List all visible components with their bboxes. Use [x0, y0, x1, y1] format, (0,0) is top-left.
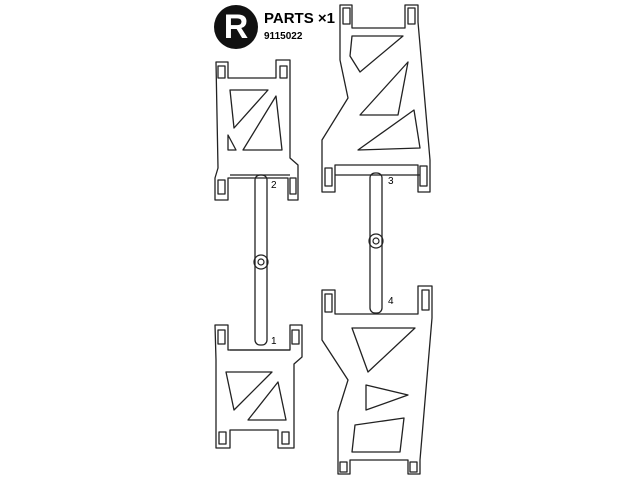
parts-code: 9115022 — [264, 31, 303, 42]
part-4-lower-right-arm — [321, 285, 433, 475]
left-runner — [230, 174, 290, 351]
part-label-4: 4 — [388, 296, 394, 307]
part-1-lower-left-arm — [214, 324, 303, 449]
part-label-3: 3 — [388, 176, 394, 187]
part-3-upper-right-arm — [321, 4, 431, 193]
right-runner — [335, 172, 420, 314]
part-2-upper-left-arm — [214, 59, 299, 201]
parts-letter-badge: R — [214, 5, 258, 49]
part-label-1: 1 — [271, 336, 277, 347]
parts-title: PARTS ×1 — [264, 10, 335, 27]
part-label-2: 2 — [271, 180, 277, 191]
